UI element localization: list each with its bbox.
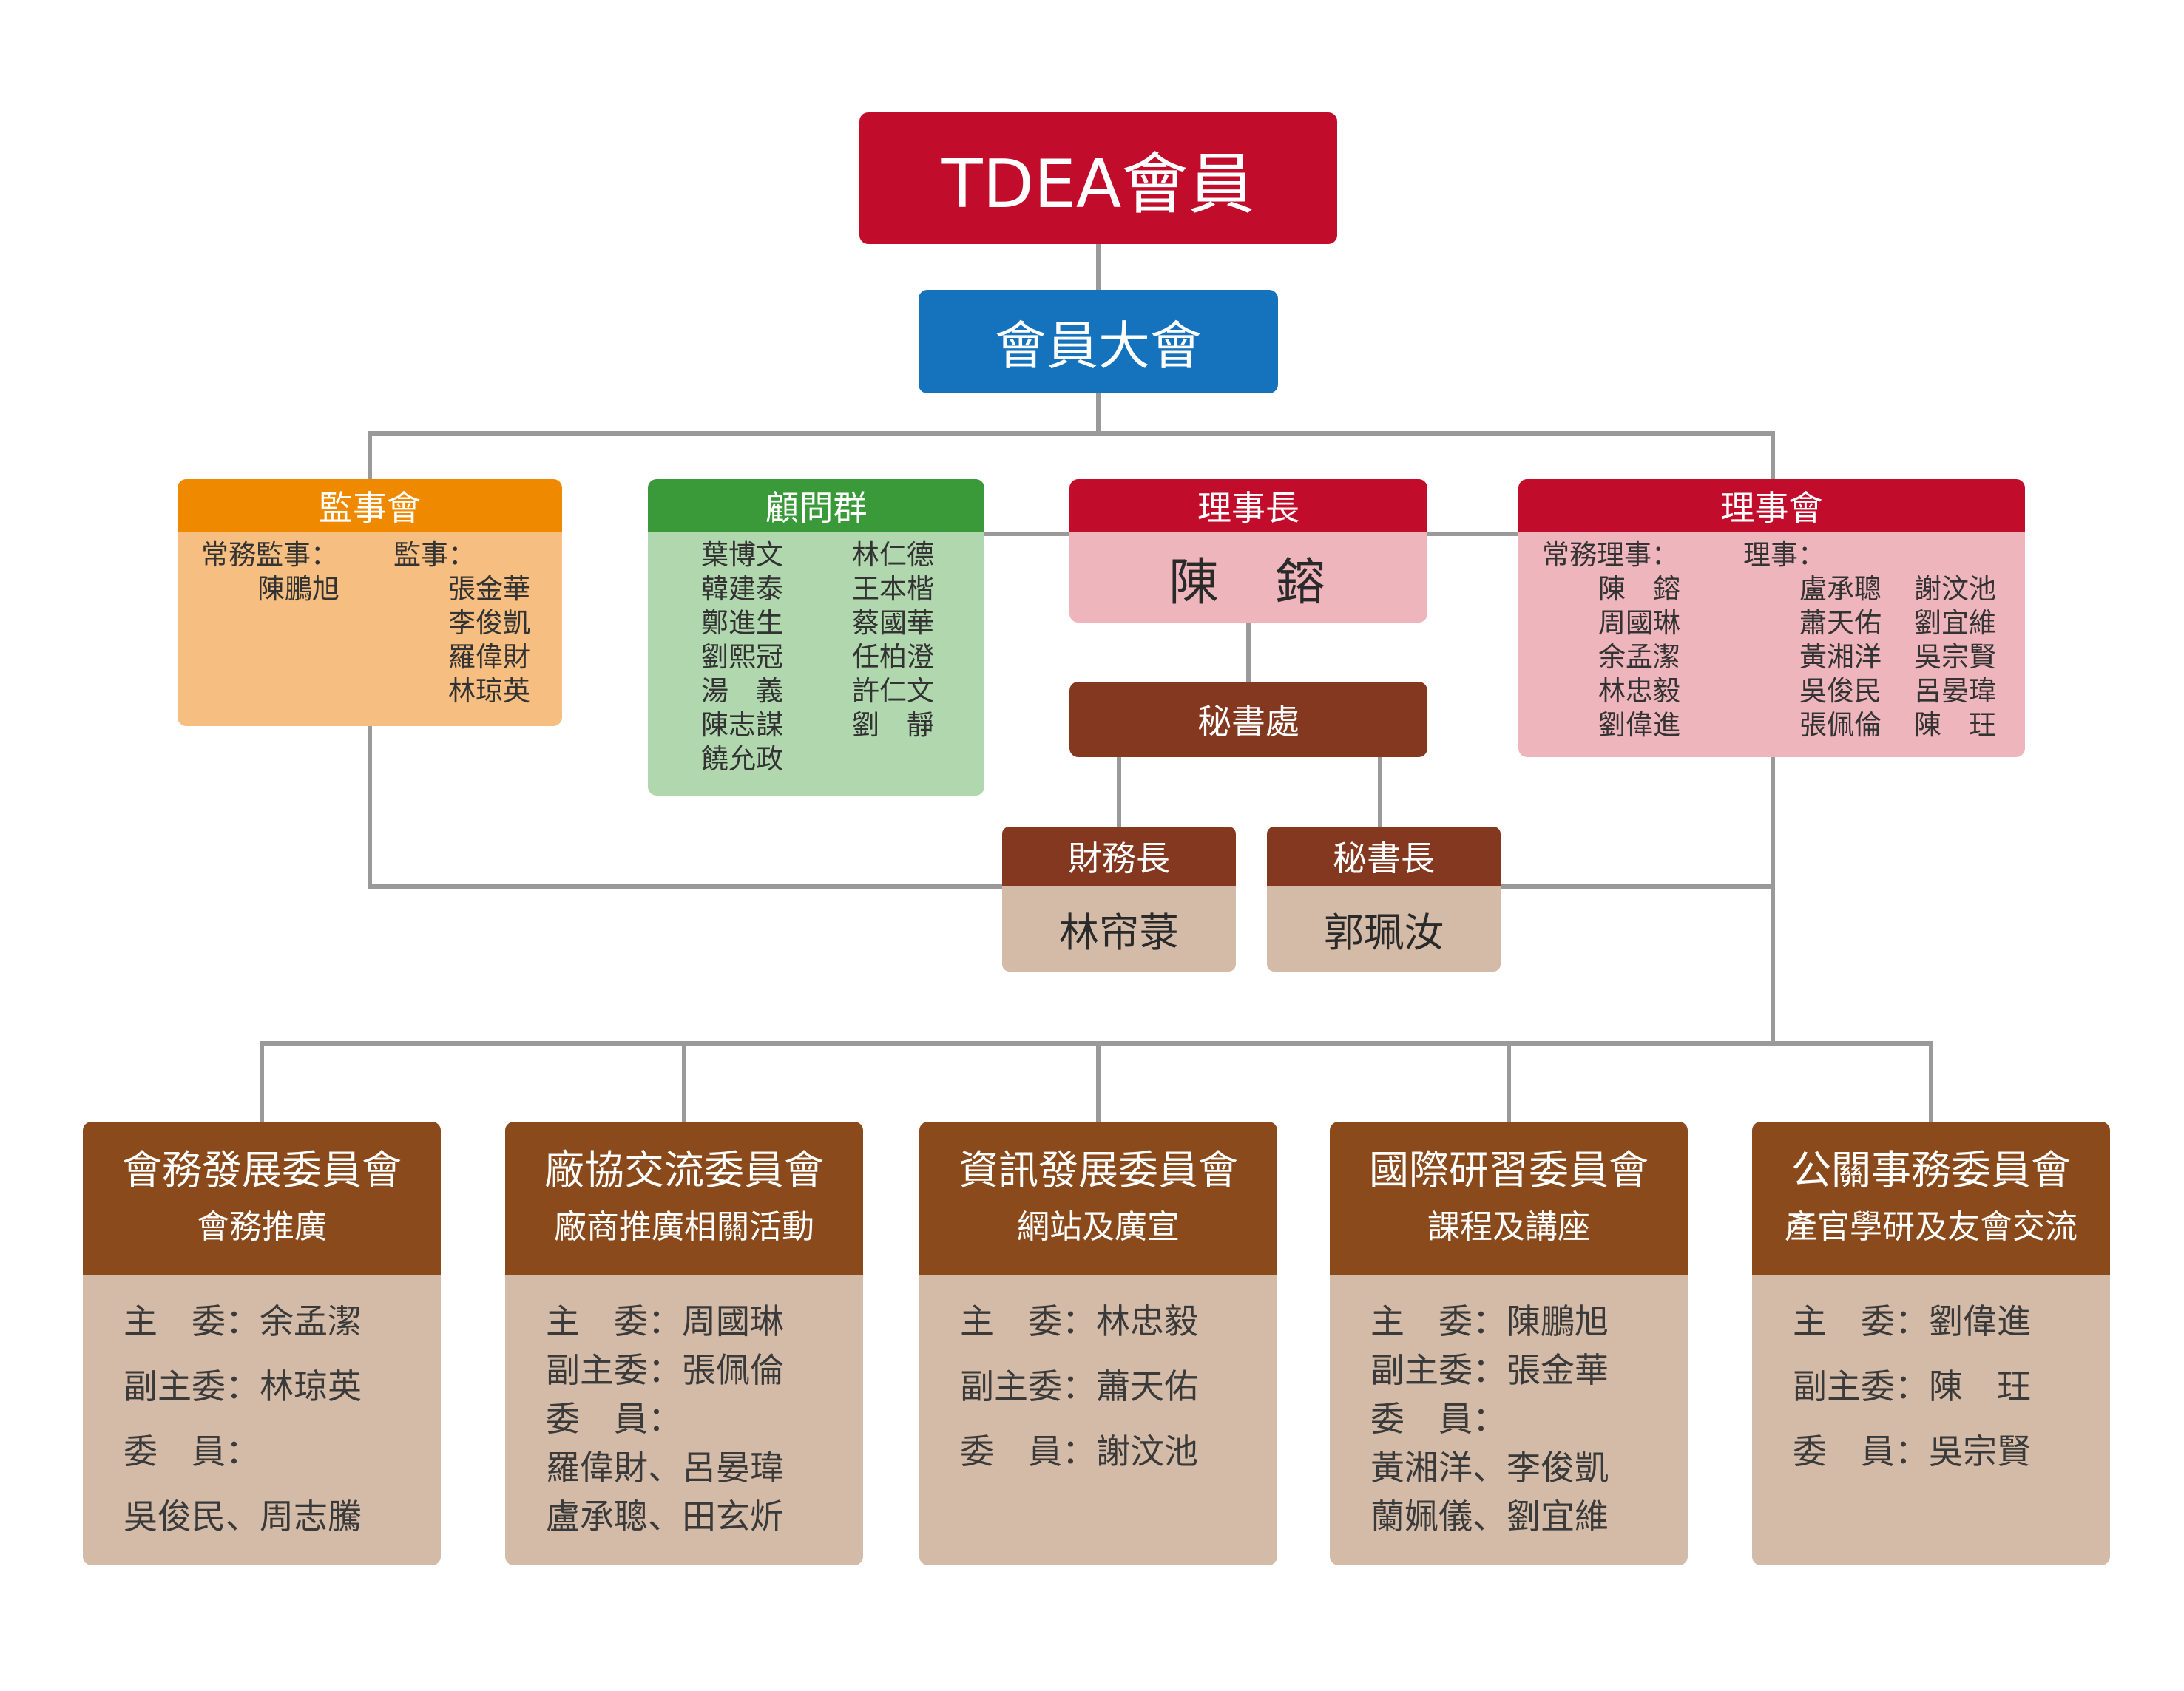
secretary-general-box: 秘書長 郭珮汝	[1267, 827, 1501, 972]
director: 謝汶池	[1914, 573, 1996, 605]
advisor-name: 劉熙冠	[701, 641, 783, 673]
chairman-title: 理事長	[1069, 479, 1427, 532]
board-of-directors-box: 理事會 常務理事： 理事： 陳 鎔 周國琳 余孟潔 林忠毅 劉偉進 盧承聰 蕭天…	[1518, 479, 2025, 757]
advisor-name: 韓建泰	[701, 573, 783, 605]
committee-scope: 網站及廣宣	[1017, 1208, 1180, 1246]
director: 陳 玨	[1914, 709, 1996, 741]
secretariat-label: 秘書處	[1197, 702, 1299, 742]
committee-line: 主 委：劉偉進	[1793, 1301, 2031, 1341]
committee-name: 公關事務委員會	[1791, 1147, 2071, 1193]
chairman-box: 理事長 陳 鎔	[1069, 479, 1427, 623]
committee-name: 國際研習委員會	[1369, 1147, 1649, 1193]
supervisor-member: 張金華	[448, 573, 530, 605]
advisor-name: 任柏澄	[852, 641, 934, 673]
advisors-title: 顧問群	[648, 479, 984, 532]
standing-supervisor: 陳鵬旭	[257, 573, 339, 605]
standing-director: 劉偉進	[1598, 709, 1680, 741]
committee-line: 主 委：林忠毅	[960, 1301, 1198, 1341]
committee-line: 副主委：陳 玨	[1793, 1366, 2031, 1406]
advisor-name: 許仁文	[852, 675, 934, 707]
secretary-general-name: 郭珮汝	[1324, 909, 1444, 956]
supervisor-member: 羅偉財	[448, 641, 530, 673]
director: 蕭天佑	[1799, 607, 1882, 639]
committee-name: 資訊發展委員會	[959, 1147, 1238, 1193]
advisor-name: 湯 義	[701, 675, 783, 707]
committee-name: 廠協交流委員會	[544, 1147, 824, 1193]
tdea-members-label: TDEA會員	[941, 146, 1255, 223]
tdea-members-box: TDEA會員	[859, 112, 1337, 244]
advisor-name: 陳志謀	[701, 709, 783, 741]
committee-line: 主 委：余孟潔	[124, 1301, 362, 1341]
committee-public-relations: 公關事務委員會 產官學研及友會交流 主 委：劉偉進 副主委：陳 玨 委 員：吳宗…	[1752, 1122, 2110, 1565]
director: 呂晏瑋	[1914, 675, 1996, 707]
committee-line: 委 員：	[546, 1399, 682, 1439]
committee-line: 黃湘洋、李俊凱	[1370, 1448, 1609, 1488]
standing-director: 周國琳	[1598, 607, 1680, 639]
committee-line: 羅偉財、呂晏瑋	[546, 1448, 784, 1488]
chairman-name: 陳 鎔	[1168, 553, 1328, 612]
advisor-name: 蔡國華	[852, 607, 934, 639]
committee-line: 主 委：周國琳	[546, 1301, 784, 1341]
advisor-name: 鄭進生	[701, 607, 783, 639]
supervisor-member: 林琼英	[448, 675, 530, 707]
treasurer-title: 財務長	[1002, 827, 1236, 886]
standing-director: 陳 鎔	[1598, 573, 1680, 605]
board-title: 理事會	[1518, 479, 2025, 532]
supervisory-board-title: 監事會	[178, 479, 562, 532]
committee-header: 廠協交流委員會 廠商推廣相關活動	[505, 1122, 863, 1275]
standing-director: 余孟潔	[1598, 641, 1680, 673]
committee-line: 委 員：	[124, 1431, 260, 1471]
general-assembly-label: 會員大會	[995, 315, 1202, 376]
director: 張佩倫	[1799, 709, 1882, 741]
committee-line: 副主委：張金華	[1370, 1350, 1609, 1390]
committee-line: 吳俊民、周志騰	[124, 1497, 362, 1536]
committee-header: 資訊發展委員會 網站及廣宣	[919, 1122, 1277, 1275]
committee-line: 委 員：	[1370, 1399, 1507, 1439]
committee-header: 會務發展委員會 會務推廣	[83, 1122, 441, 1275]
committee-line: 盧承聰、田玄炘	[546, 1497, 784, 1536]
treasurer-name: 林帘菉	[1059, 909, 1179, 956]
committee-scope: 產官學研及友會交流	[1785, 1208, 2077, 1246]
committee-line: 委 員：謝汶池	[960, 1431, 1198, 1471]
secretariat-box: 秘書處	[1069, 682, 1427, 757]
advisor-name: 林仁德	[852, 539, 934, 571]
committee-international-training: 國際研習委員會 課程及講座 主 委：陳鵬旭 副主委：張金華 委 員： 黃湘洋、李…	[1330, 1122, 1688, 1565]
supervisory-board-box: 監事會 常務監事： 監事： 陳鵬旭 張金華 李俊凱 羅偉財 林琼英	[178, 479, 562, 726]
advisor-name: 王本楷	[852, 573, 934, 605]
committee-line: 主 委：陳鵬旭	[1370, 1301, 1609, 1341]
director: 吳俊民	[1799, 675, 1882, 707]
director: 盧承聰	[1799, 573, 1882, 605]
director: 黃湘洋	[1799, 641, 1882, 673]
committee-line: 蘭姵儀、劉宜維	[1370, 1497, 1609, 1536]
director: 劉宜維	[1914, 607, 1996, 639]
committee-header: 國際研習委員會 課程及講座	[1330, 1122, 1688, 1275]
advisor-name: 葉博文	[701, 539, 783, 571]
advisor-name: 饒允政	[701, 743, 783, 775]
committee-header: 公關事務委員會 產官學研及友會交流	[1752, 1122, 2110, 1275]
supervisor-member: 李俊凱	[448, 607, 530, 639]
committee-information-development: 資訊發展委員會 網站及廣宣 主 委：林忠毅 副主委：蕭天佑 委 員：謝汶池	[919, 1122, 1277, 1565]
committee-membership-affairs: 會務發展委員會 會務推廣 主 委：余孟潔 副主委：林琼英 委 員： 吳俊民、周志…	[83, 1122, 441, 1565]
standing-director-label: 常務理事：	[1542, 539, 1679, 571]
director: 吳宗賢	[1914, 641, 1996, 673]
committee-vendor-exchange: 廠協交流委員會 廠商推廣相關活動 主 委：周國琳 副主委：張佩倫 委 員： 羅偉…	[505, 1122, 863, 1565]
supervisor-label: 監事：	[393, 539, 476, 571]
committee-line: 副主委：張佩倫	[546, 1350, 784, 1390]
standing-director: 林忠毅	[1598, 675, 1680, 707]
committee-line: 副主委：林琼英	[124, 1366, 362, 1406]
committee-line: 副主委：蕭天佑	[960, 1366, 1198, 1406]
committee-scope: 課程及講座	[1427, 1208, 1590, 1246]
director-label: 理事：	[1743, 539, 1825, 571]
standing-supervisor-label: 常務監事：	[201, 539, 338, 571]
committee-scope: 會務推廣	[197, 1208, 327, 1246]
advisors-box: 顧問群 葉博文 韓建泰 鄭進生 劉熙冠 湯 義 陳志謀 饒允政 林仁德 王本楷 …	[648, 479, 984, 796]
general-assembly-box: 會員大會	[919, 290, 1278, 393]
committee-line: 委 員：吳宗賢	[1793, 1431, 2031, 1471]
treasurer-box: 財務長 林帘菉	[1002, 827, 1236, 972]
committee-name: 會務發展委員會	[122, 1147, 402, 1193]
committee-scope: 廠商推廣相關活動	[554, 1208, 814, 1246]
advisor-name: 劉 靜	[852, 709, 934, 741]
secretary-general-title: 秘書長	[1267, 827, 1501, 886]
